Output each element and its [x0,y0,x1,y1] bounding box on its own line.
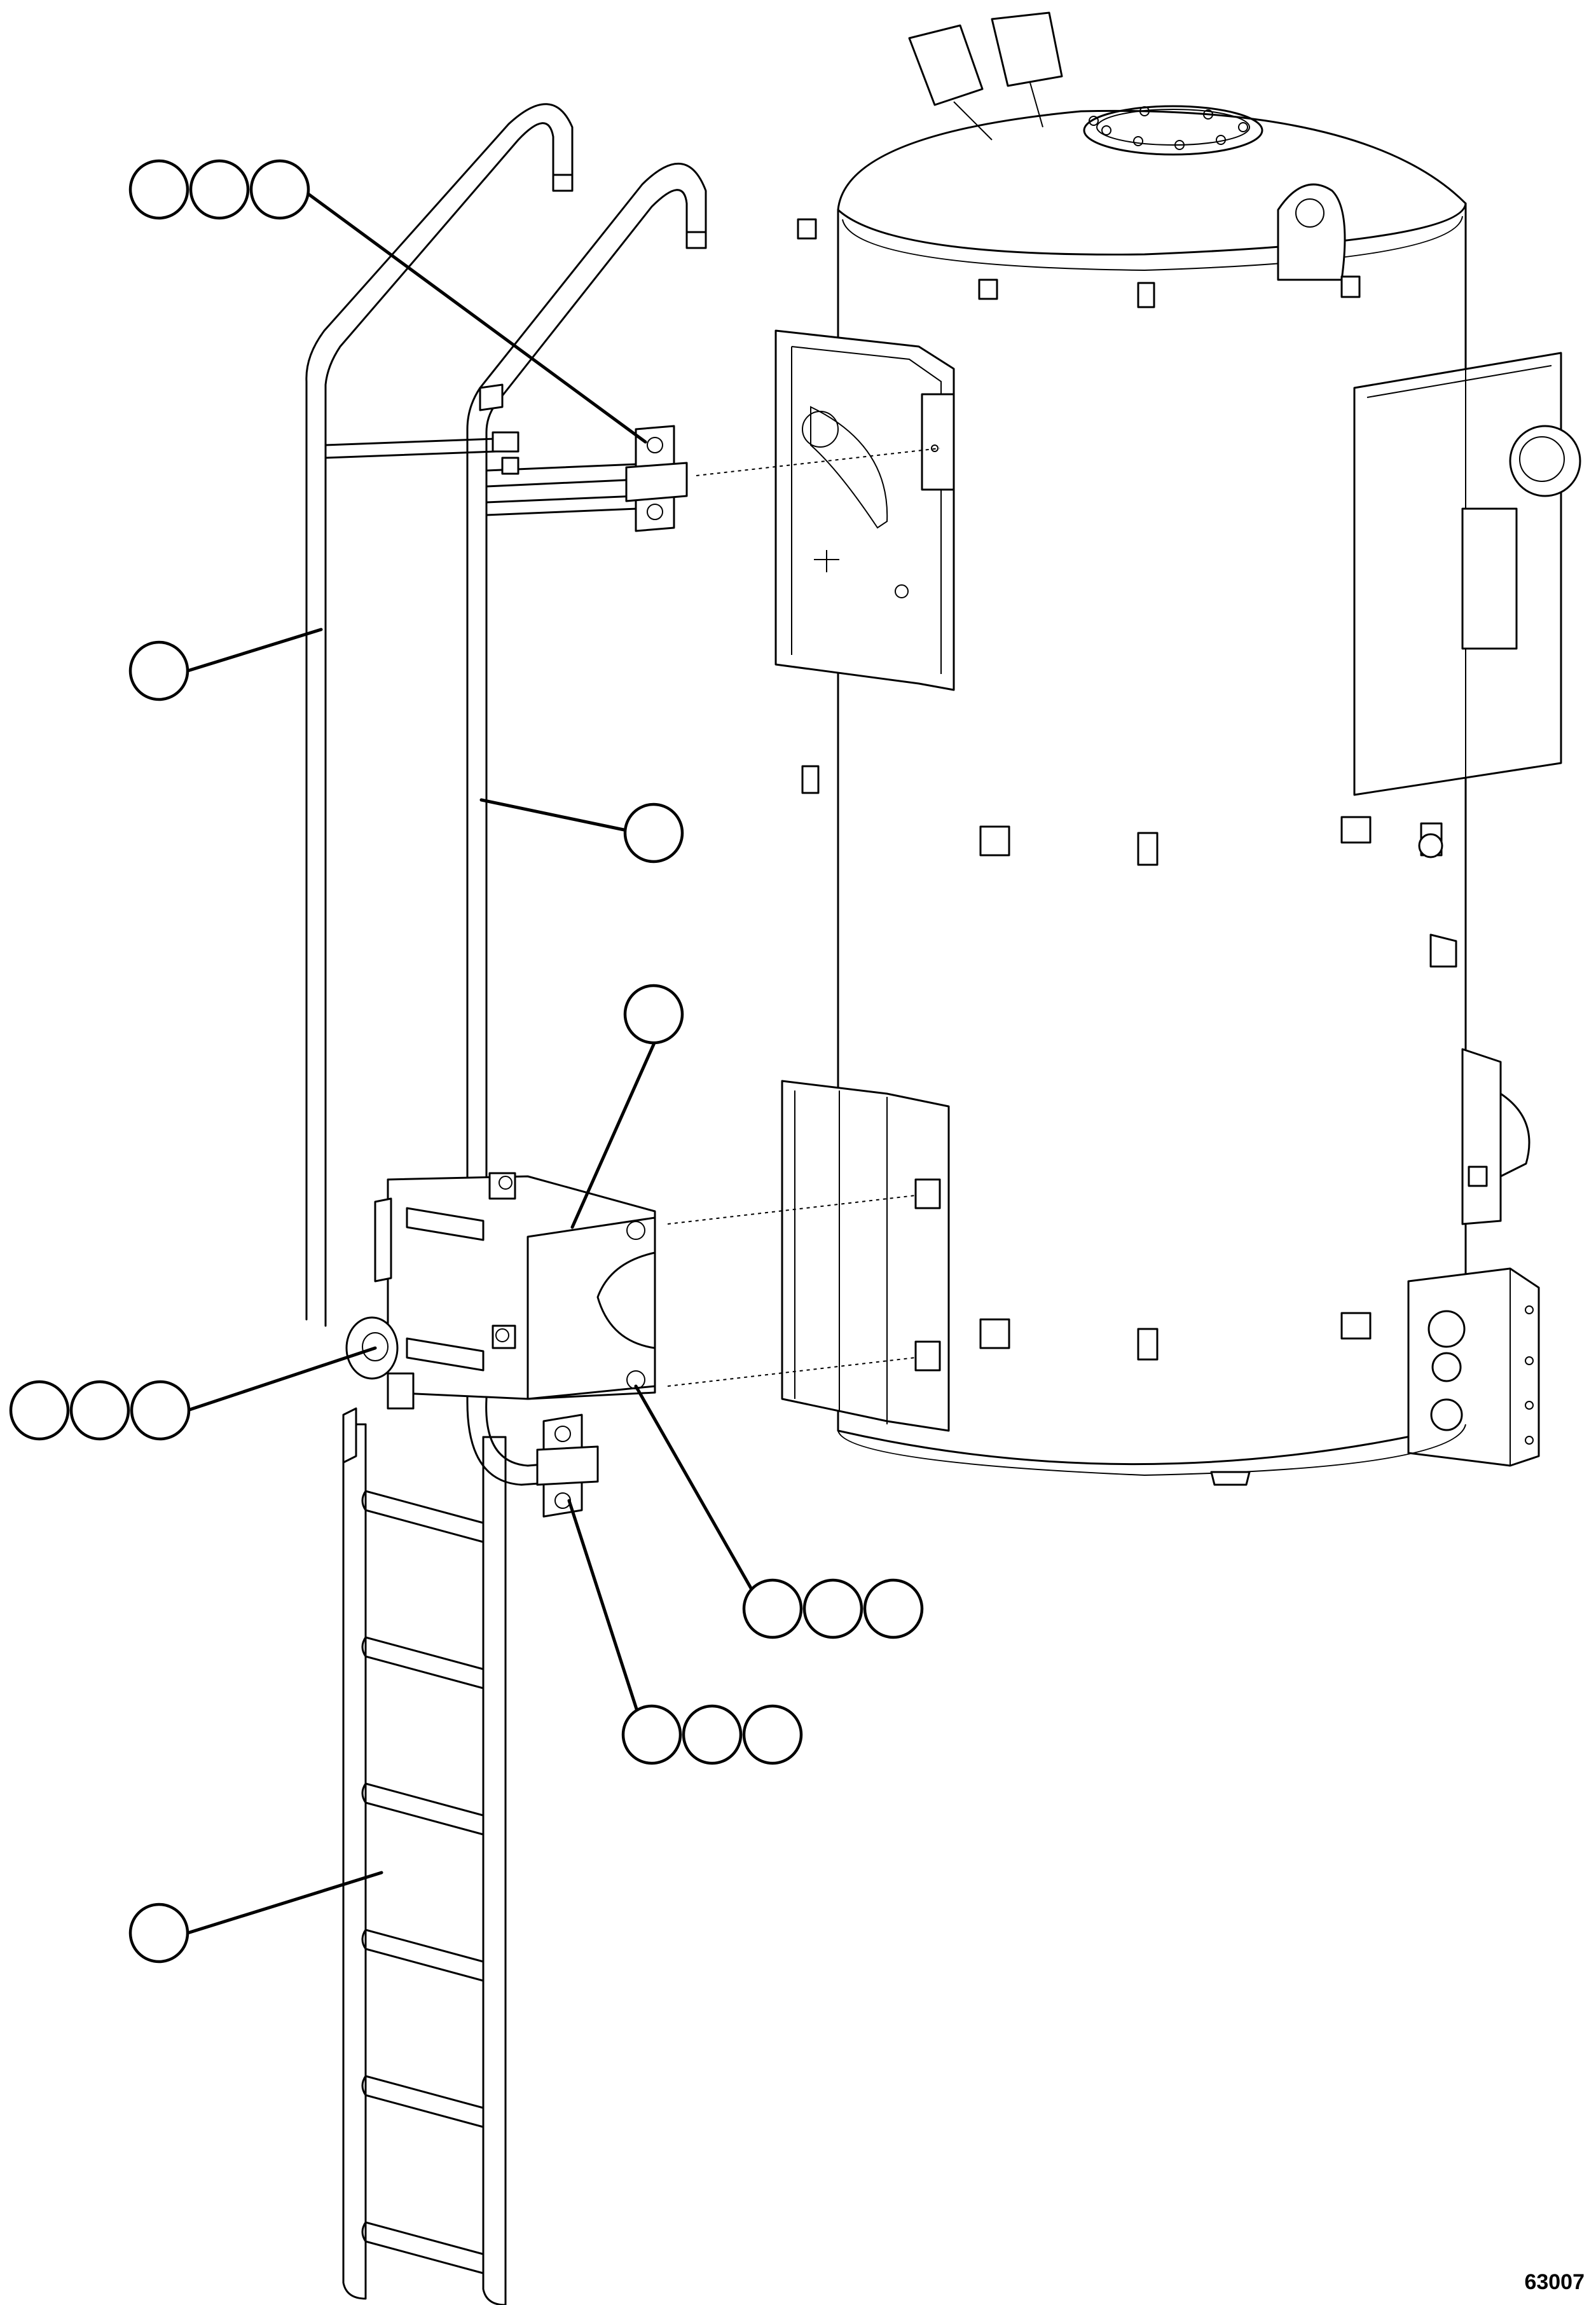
callout-group-bracket-bolts [742,1578,924,1639]
upper-left-box [774,329,955,691]
lower-right-terminal-box [1407,1267,1540,1467]
hinge [345,1197,415,1410]
ladder-rungs [361,1490,485,2274]
lifting-lug [1277,183,1346,281]
lower-clamp [536,1414,599,1518]
callout-balloon-rear-handrail [128,640,189,701]
tank-dome [837,109,1467,256]
callout-group-top [128,159,310,220]
callout-balloon [742,1704,803,1765]
top-valves [908,11,1063,141]
front-handrail [466,162,707,1403]
rear-handrail [305,103,574,1327]
tank [774,11,1581,1486]
callout-balloon [742,1578,803,1639]
callout-balloon-front-handrail [623,802,684,864]
top-hatch [1083,105,1263,156]
sensor [1418,822,1443,858]
callout-group-hinge [9,1380,191,1441]
leader-lines [186,189,757,1935]
upper-right-panel [1353,352,1581,796]
callout-balloon [69,1380,130,1441]
callout-group-clamp [621,1704,803,1765]
callout-balloon [9,1380,70,1441]
callout-balloon [621,1704,682,1765]
callout-balloon [249,159,310,220]
alignment-lines [667,448,940,1387]
lower-left-box [781,1080,950,1432]
callout-balloon-bracket [623,984,684,1045]
ladder [305,103,707,2305]
callout-balloon [189,159,250,220]
callout-balloon [802,1578,863,1639]
tank-body [837,202,1467,1466]
side-device [1461,1048,1531,1225]
callout-balloon-extension-ladder [128,1902,189,1964]
extension-ladder [342,1423,507,2305]
callout-balloon [682,1704,743,1765]
mounting-bracket [387,1172,656,1400]
callout-balloons [9,159,924,1964]
callout-balloon [130,1380,191,1441]
callout-balloon [863,1578,924,1639]
callout-balloon [128,159,189,220]
figure-number: 63007 [1524,2270,1585,2294]
